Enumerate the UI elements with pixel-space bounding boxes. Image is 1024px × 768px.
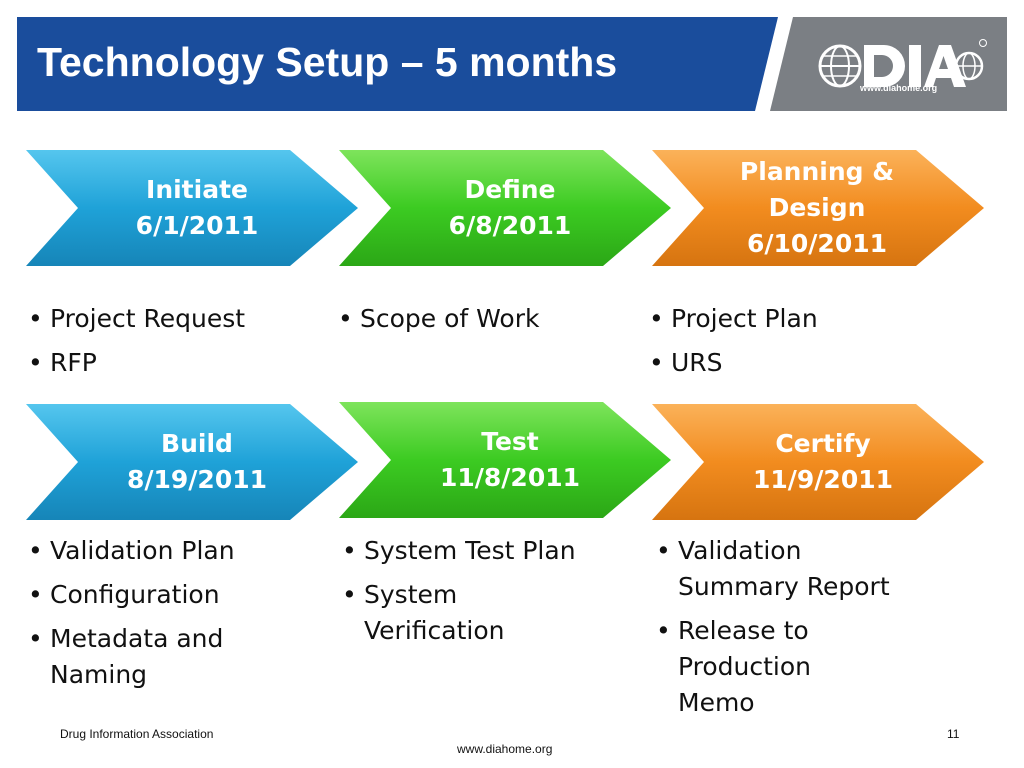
globe-icon — [818, 44, 862, 88]
list-item: System Verification — [340, 577, 534, 649]
list-item: Scope of Work — [336, 301, 636, 337]
list-item: RFP — [26, 345, 326, 381]
header-gray-band — [770, 17, 1007, 111]
list-item: Validation Summary Report — [654, 533, 928, 605]
test-deliverables: System Test Plan System Verification — [340, 533, 620, 657]
page-number: 11 — [947, 727, 960, 741]
planning-deliverables: Project Plan URS — [647, 301, 977, 389]
certify-deliverables: Validation Summary Report Release to Pro… — [654, 533, 934, 729]
initiate-deliverables: Project Request RFP — [26, 301, 326, 389]
list-item: Validation Plan — [26, 533, 306, 569]
list-item: URS — [647, 345, 977, 381]
list-item: Metadata and Naming — [26, 621, 280, 693]
slide-title: Technology Setup – 5 months — [37, 39, 618, 85]
dia-letters — [864, 45, 966, 87]
list-item: Project Request — [26, 301, 326, 337]
logo-url-text: www.diahome.org — [860, 83, 938, 93]
list-item: Configuration — [26, 577, 306, 613]
list-item: Project Plan — [647, 301, 977, 337]
list-item: System Test Plan — [340, 533, 620, 569]
build-deliverables: Validation Plan Configuration Metadata a… — [26, 533, 306, 701]
list-item: Release to Production Memo — [654, 613, 858, 721]
globe-right-icon — [954, 51, 984, 81]
define-deliverables: Scope of Work — [336, 301, 636, 345]
registered-icon — [979, 39, 987, 47]
footer-organization: Drug Information Association — [60, 727, 214, 741]
slide-header: Technology Setup – 5 months www.diahome.… — [17, 17, 1007, 111]
footer-url: www.diahome.org — [457, 742, 553, 756]
dia-logo — [818, 39, 987, 88]
